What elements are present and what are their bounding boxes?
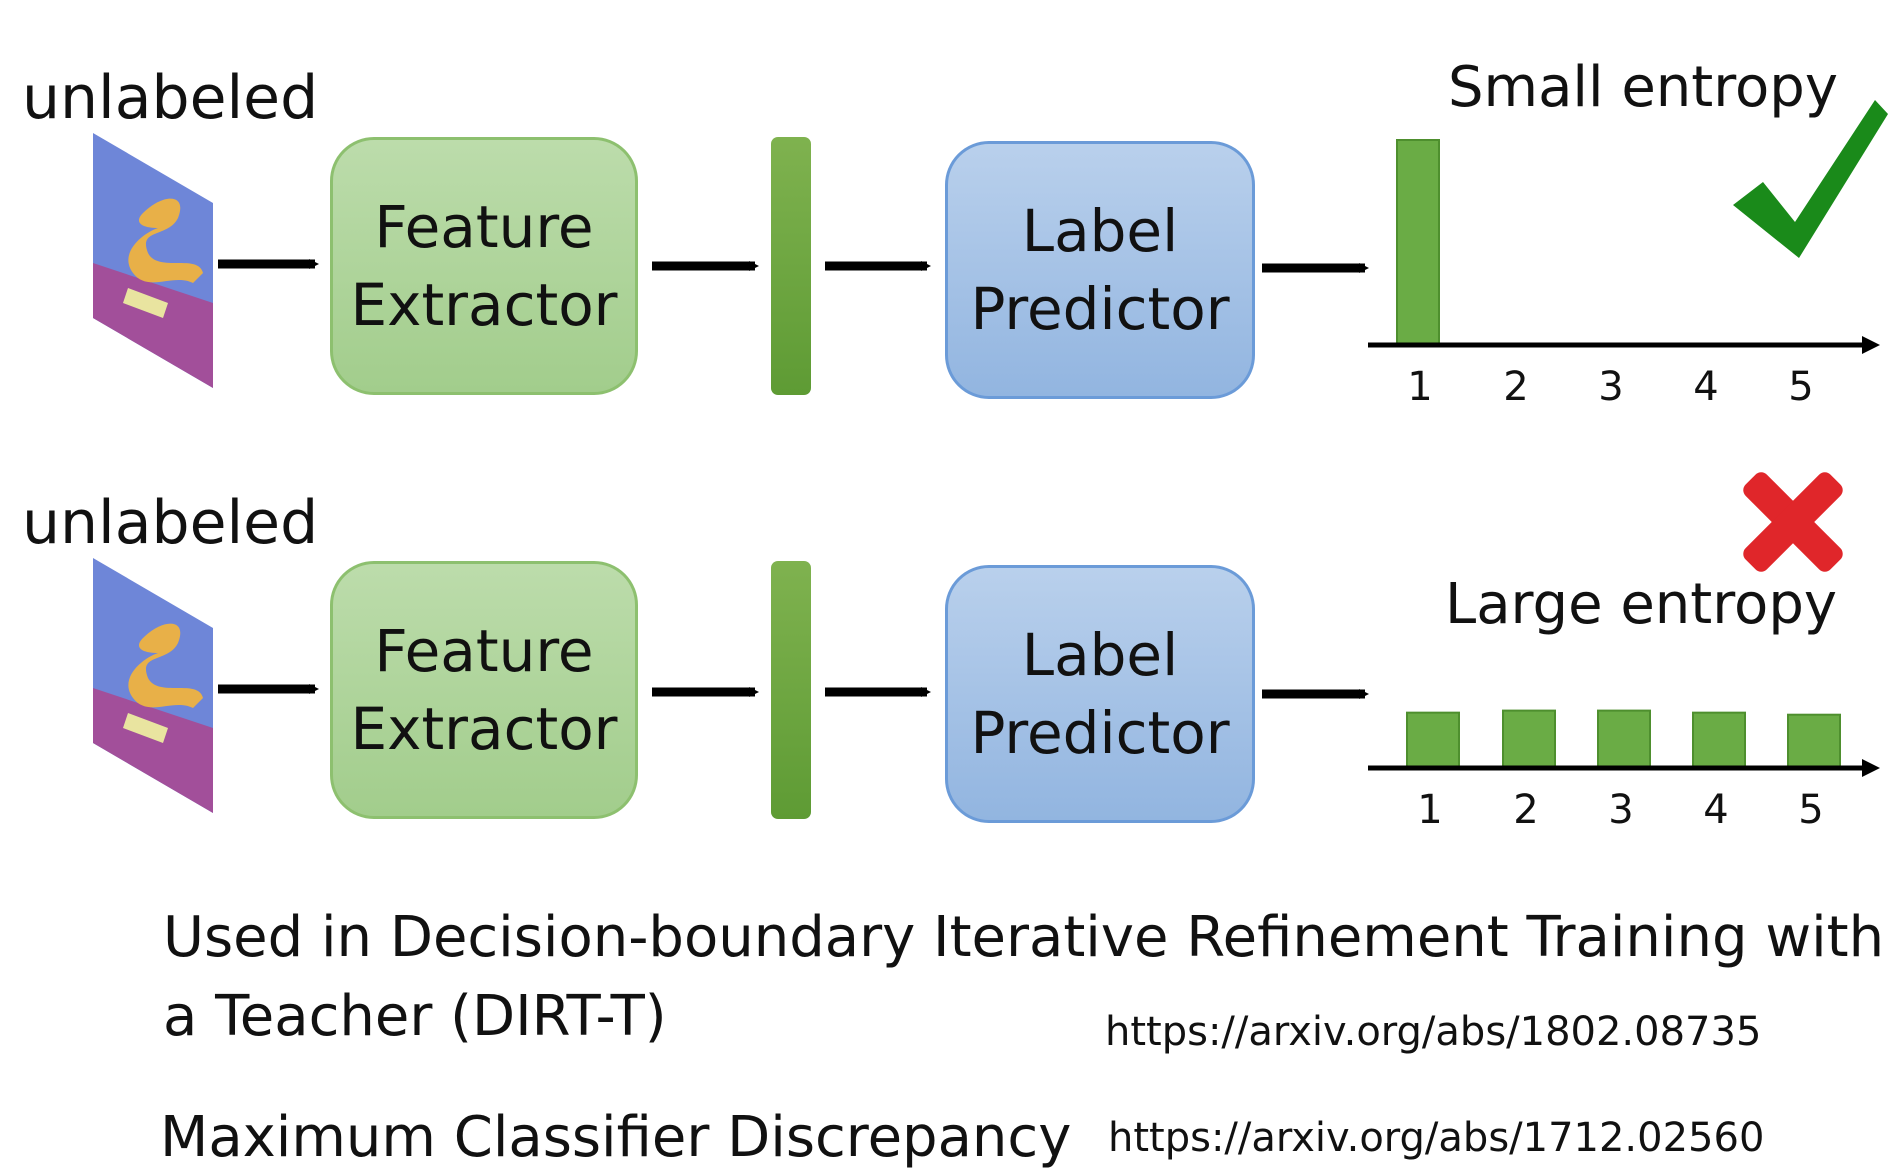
paper-link[interactable]: https://arxiv.org/abs/1802.08735 <box>1105 1009 1762 1055</box>
x-axis-arrowhead <box>1862 336 1880 354</box>
tick-label: 4 <box>1693 364 1718 410</box>
bar-2 <box>1502 709 1556 770</box>
bar-1 <box>1406 711 1460 769</box>
flow-arrows <box>218 684 1369 699</box>
check-icon <box>1733 100 1888 258</box>
feature-extractor-label: Feature <box>374 192 594 261</box>
input-image <box>93 558 213 813</box>
tick-label: 5 <box>1788 364 1813 410</box>
label-predictor-box: Label Predictor <box>945 141 1255 399</box>
feature-vector <box>771 137 811 395</box>
feature-extractor-label: Feature <box>374 616 594 685</box>
distribution-chart: 1 2 3 4 5 <box>1368 139 1880 410</box>
entropy-label: Small entropy <box>1448 55 1838 120</box>
label-predictor-label: Predictor <box>970 699 1230 767</box>
tick-label: 1 <box>1417 787 1442 833</box>
cross-icon <box>1743 472 1843 572</box>
tick-label: 4 <box>1703 787 1728 833</box>
label-predictor-label: Label <box>1021 196 1179 265</box>
flow-arrows <box>218 259 1369 273</box>
feature-extractor-box: Feature Extractor <box>330 561 638 819</box>
input-image <box>93 133 213 388</box>
method-description: Maximum Classifier Discrepancy <box>160 1105 1072 1170</box>
input-label: unlabeled <box>22 488 319 558</box>
tick-label: 1 <box>1407 364 1432 410</box>
bar-1 <box>1396 139 1440 346</box>
distribution-chart: 1 2 3 4 5 <box>1368 709 1880 833</box>
bar-5 <box>1787 713 1841 769</box>
bar-3 <box>1597 709 1651 770</box>
bar-4 <box>1692 711 1746 769</box>
x-axis-arrowhead <box>1862 759 1880 777</box>
entropy-label: Large entropy <box>1445 572 1837 637</box>
label-predictor-label: Label <box>1021 620 1179 689</box>
paper-link[interactable]: https://arxiv.org/abs/1712.02560 <box>1108 1115 1765 1161</box>
label-predictor-label: Predictor <box>970 275 1230 343</box>
tick-label: 3 <box>1608 787 1633 833</box>
feature-extractor-box: Feature Extractor <box>330 137 638 395</box>
tick-label: 2 <box>1513 787 1538 833</box>
tick-label: 3 <box>1598 364 1623 410</box>
label-predictor-box: Label Predictor <box>945 565 1255 823</box>
feature-vector <box>771 561 811 819</box>
input-label: unlabeled <box>22 63 319 133</box>
feature-extractor-label: Extractor <box>350 271 618 339</box>
tick-label: 5 <box>1798 787 1823 833</box>
feature-extractor-label: Extractor <box>350 695 618 763</box>
tick-label: 2 <box>1503 364 1528 410</box>
method-description: Used in Decision-boundary Iterative Refi… <box>163 905 1885 970</box>
method-description: a Teacher (DIRT-T) <box>163 984 667 1049</box>
